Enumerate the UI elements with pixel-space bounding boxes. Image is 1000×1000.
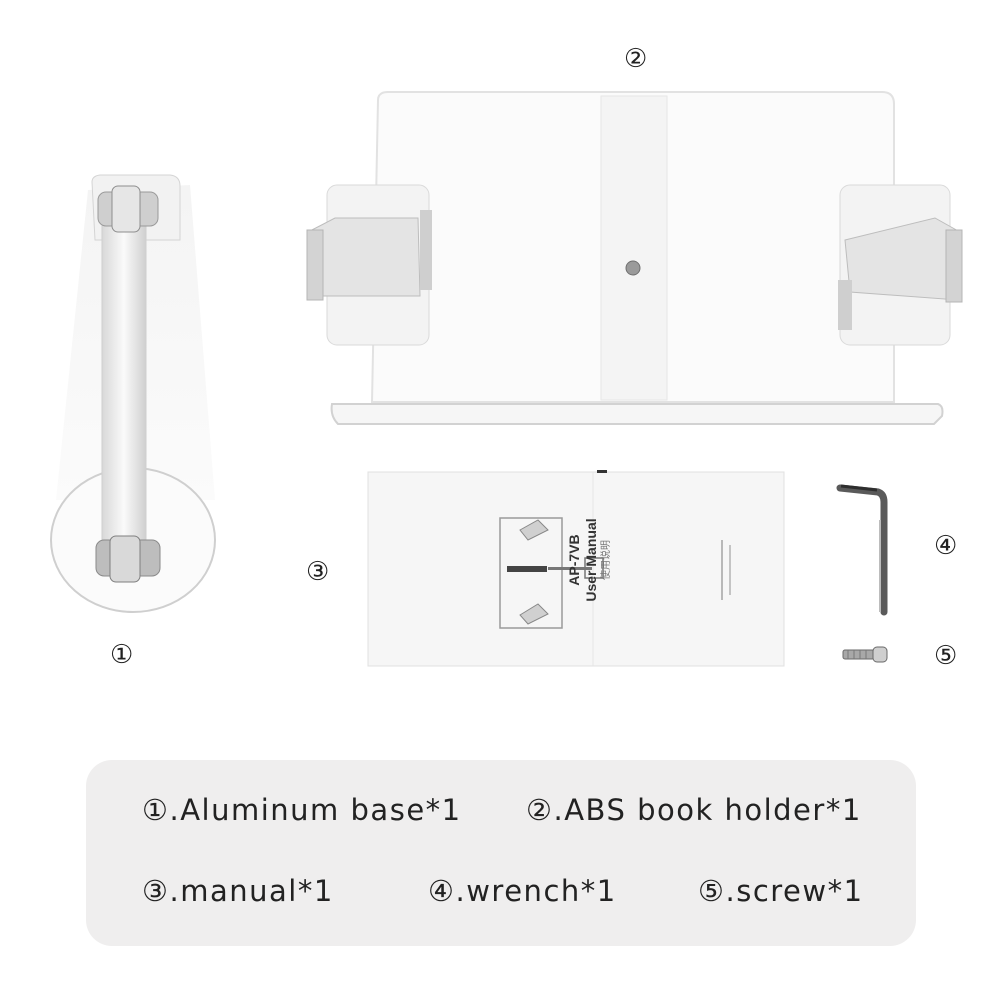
contents-legend: ①.Aluminum base*1 ②.ABS book holder*1 ③.… — [86, 760, 916, 946]
marker-book-holder: ② — [624, 44, 648, 74]
legend-book-holder: ②.ABS book holder*1 — [526, 793, 862, 827]
marker-manual: ③ — [306, 557, 330, 587]
legend-screw: ⑤.screw*1 — [698, 874, 864, 908]
marker-screw: ⑤ — [934, 641, 958, 671]
legend-wrench: ④.wrench*1 — [428, 874, 617, 908]
marker-wrench: ④ — [934, 531, 958, 561]
marker-aluminum-base: ① — [110, 640, 134, 670]
legend-aluminum-base: ①.Aluminum base*1 — [142, 793, 462, 827]
legend-manual: ③.manual*1 — [142, 874, 334, 908]
